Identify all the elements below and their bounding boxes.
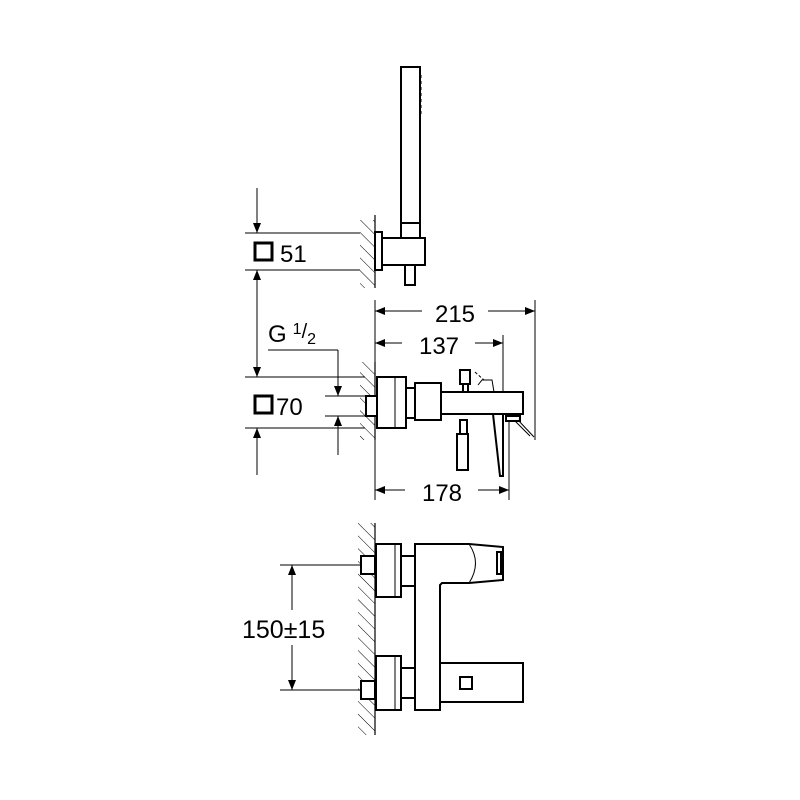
- inlet-lower: [360, 680, 376, 700]
- diverter-stem: [462, 383, 469, 393]
- dim-label-70: 70: [276, 394, 303, 421]
- hose-connector: [404, 264, 416, 286]
- thread-denominator: 2: [307, 331, 316, 348]
- inlet-pipe: [365, 395, 378, 417]
- outlet-connector: [459, 419, 468, 435]
- mixer-body: [414, 543, 504, 711]
- inlet-upper: [360, 555, 376, 575]
- square-symbol-icon: [253, 394, 274, 415]
- diverter-knob: [459, 369, 471, 385]
- dim-label-150: 150±15: [242, 616, 325, 644]
- dim-label-178: 178: [422, 480, 462, 507]
- thread-slash: /: [302, 321, 308, 343]
- hand-shower-base: [400, 222, 421, 239]
- mixer-body: [414, 382, 442, 421]
- connector-upper: [400, 555, 416, 587]
- diverter-cap: [477, 379, 495, 393]
- escutcheon: [376, 376, 407, 429]
- bracket-holder: [381, 237, 426, 266]
- hose-outlet-curve: [468, 543, 476, 584]
- hose-outlet-slot: [496, 551, 502, 575]
- dim-label-137: 137: [419, 333, 459, 360]
- lever: [491, 413, 504, 477]
- connector-lower: [400, 667, 416, 699]
- thread-numerator: 1: [293, 321, 302, 338]
- diverter-motion: [474, 371, 485, 381]
- hand-shower-handle: [400, 66, 421, 224]
- aerator: [505, 415, 521, 422]
- escutcheon-lower: [375, 655, 402, 711]
- lever-motion: [514, 419, 535, 438]
- thread-letter: G: [268, 321, 287, 348]
- spout: [440, 391, 524, 415]
- square-symbol-icon: [253, 241, 274, 262]
- mixer-front-view: 150±15: [242, 523, 524, 735]
- diverter-button: [459, 676, 473, 690]
- bracket-plate: [374, 231, 383, 271]
- wall-hatch: [360, 220, 375, 288]
- dim-label-51: 51: [280, 241, 307, 268]
- dim-label-215: 215: [435, 301, 475, 328]
- escutcheon-upper: [375, 543, 402, 598]
- hand-shower-view: 51: [245, 66, 426, 300]
- spout: [439, 662, 524, 703]
- wall-hatch: [358, 523, 375, 735]
- connector: [405, 387, 416, 419]
- outlet-pipe: [456, 433, 469, 471]
